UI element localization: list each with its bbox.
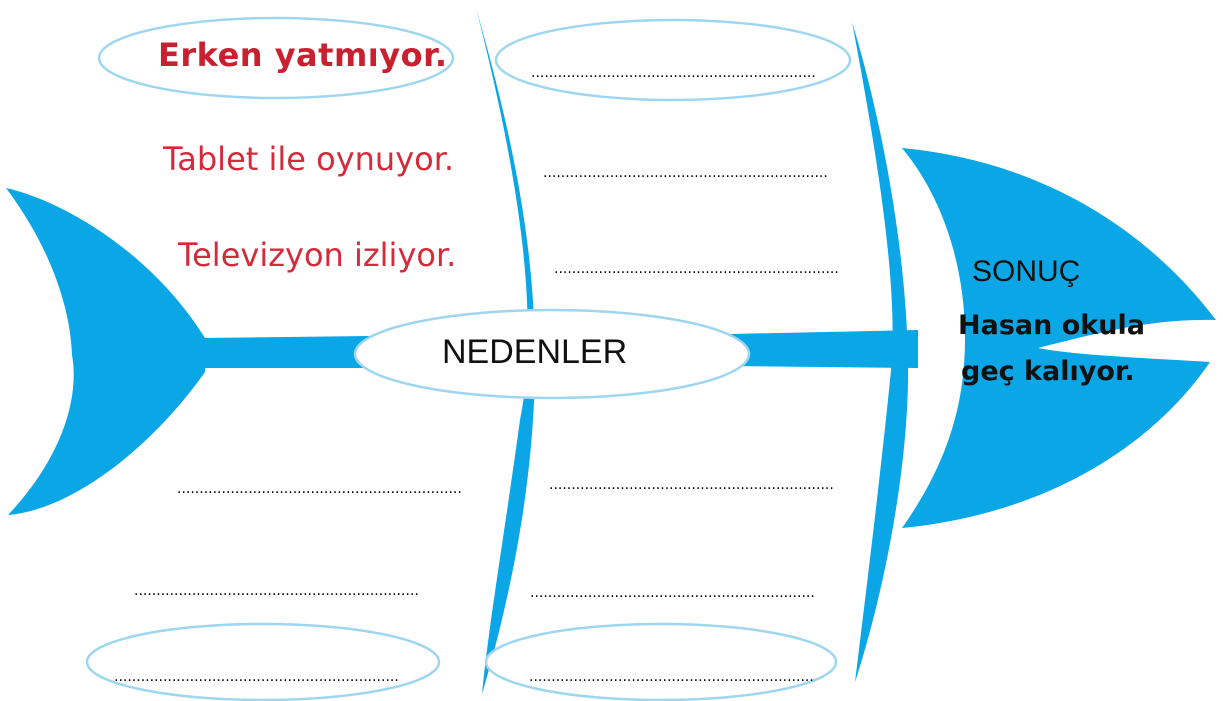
blank-line-right-6: ........................................… — [529, 669, 814, 685]
cause-1-label: Erken yatmıyor. — [158, 36, 448, 74]
blank-line-right-3: ........................................… — [554, 261, 839, 277]
ellipse-top-left — [97, 16, 455, 100]
fish-tail — [6, 188, 205, 515]
fish-spine-left — [200, 336, 370, 368]
blank-line-right-2: ........................................… — [543, 165, 828, 181]
result-line-1: Hasan okula — [958, 310, 1145, 341]
fish-rib-middle — [476, 8, 535, 694]
fish-rib-right — [852, 22, 909, 682]
blank-line-left-5: ........................................… — [134, 583, 419, 599]
ellipse-top-right — [494, 18, 852, 102]
result-line-2: geç kalıyor. — [961, 356, 1135, 387]
blank-line-right-5: ........................................… — [530, 585, 815, 601]
cause-3-label: Televizyon izliyor. — [178, 236, 457, 274]
blank-line-right-1: ........................................… — [531, 65, 816, 81]
blank-line-right-4: ........................................… — [549, 477, 834, 493]
center-label: NEDENLER — [442, 333, 628, 371]
result-title: SONUÇ — [972, 255, 1081, 288]
cause-2-label: Tablet ile oynuyor. — [163, 140, 455, 178]
blank-line-left-4: ........................................… — [177, 481, 462, 497]
fish-head — [902, 148, 1216, 528]
blank-line-left-6: ........................................… — [114, 669, 399, 685]
ellipse-center — [353, 308, 751, 400]
fish-spine-right — [730, 330, 918, 368]
ellipse-bottom-right — [484, 622, 838, 701]
ellipse-bottom-left — [85, 622, 441, 701]
